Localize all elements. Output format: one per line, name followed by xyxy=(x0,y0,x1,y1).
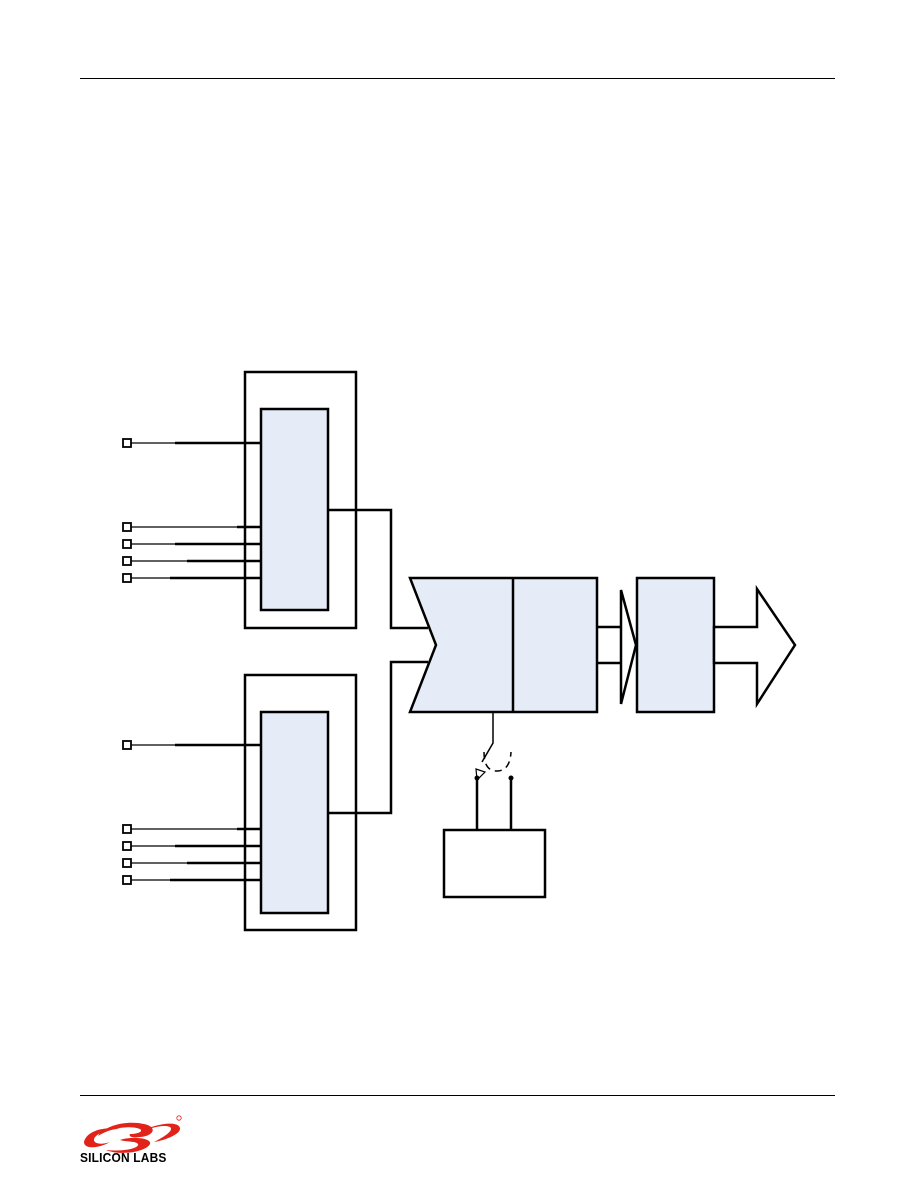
upper-pin-3 xyxy=(122,539,132,549)
upper-pin-5 xyxy=(122,573,132,583)
converter-block xyxy=(408,576,599,714)
lower-mux-enclosure xyxy=(243,673,358,932)
upper-mux-block xyxy=(259,407,330,612)
lower-input-pins xyxy=(122,740,132,885)
lower-pin-4 xyxy=(122,858,132,868)
output-bus-arrow xyxy=(712,584,797,709)
register-block xyxy=(635,576,716,714)
lower-pin-3 xyxy=(122,841,132,851)
lower-pin-5 xyxy=(122,875,132,885)
footer-rule xyxy=(80,1095,835,1096)
switch-arc xyxy=(483,751,512,772)
upper-input-pins xyxy=(122,438,132,583)
upper-pin-4 xyxy=(122,556,132,566)
brand-wordmark: SILICON LABS xyxy=(80,1150,167,1165)
bus-arrow-narrow xyxy=(619,589,638,705)
upper-pin-2 xyxy=(122,522,132,532)
lower-pin-2 xyxy=(122,824,132,834)
upper-pin-1 xyxy=(122,438,132,448)
header-rule xyxy=(80,78,835,79)
lower-pin-1 xyxy=(122,740,132,750)
upper-mux-output-wire xyxy=(328,508,428,630)
source-block xyxy=(442,828,547,899)
upper-pin-wires xyxy=(131,441,261,580)
silicon-labs-logo-icon xyxy=(84,1115,182,1153)
upper-mux-enclosure xyxy=(243,370,358,630)
lower-pin-wires xyxy=(131,743,261,882)
lower-mux-block xyxy=(259,710,330,915)
switch-wire xyxy=(481,712,494,763)
lower-mux-output-wire xyxy=(328,660,428,815)
